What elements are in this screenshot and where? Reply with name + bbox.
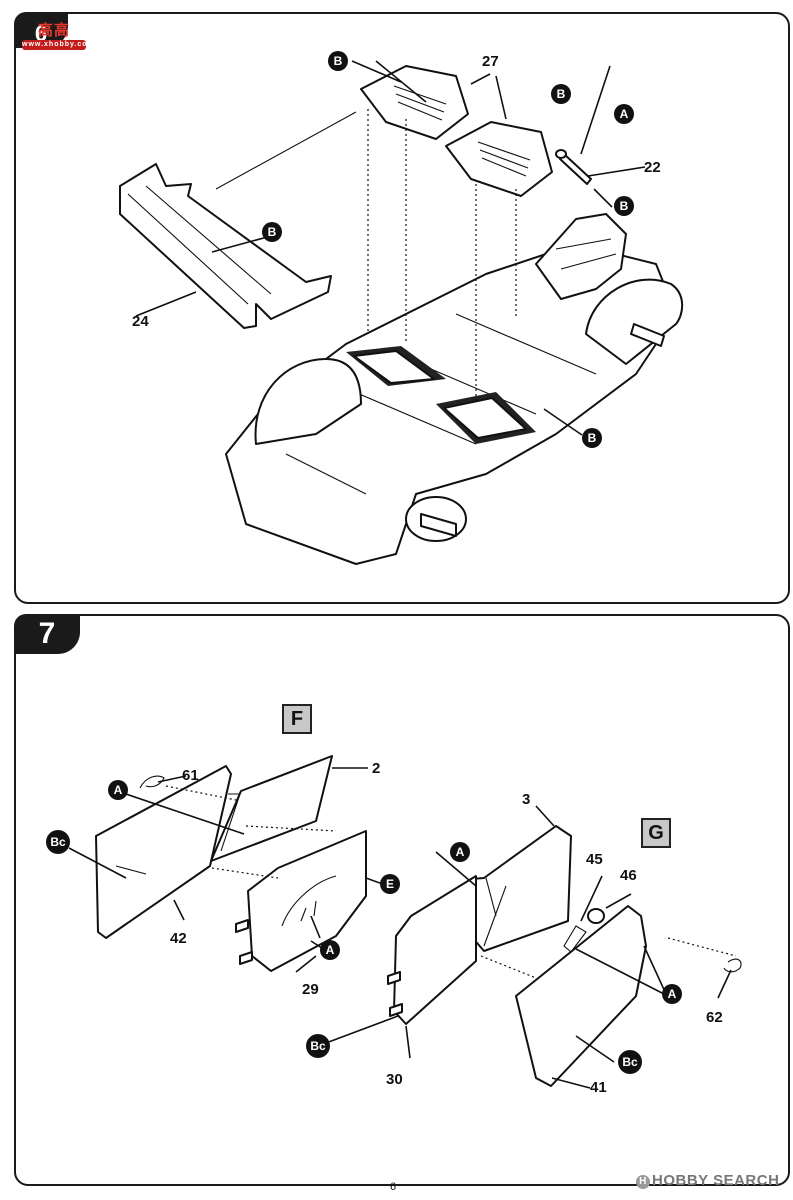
callout-a-61: A <box>114 783 123 797</box>
callout-lever-b-bottom: B <box>620 199 629 213</box>
step-7-illustration: 61 2 42 29 3 30 45 46 62 41 A Bc E A Bc … <box>46 755 742 1096</box>
page-number: 6 <box>390 1181 397 1193</box>
inner-door-29 <box>247 830 367 972</box>
subassembly-f-label: F <box>282 704 312 734</box>
lever-part <box>559 153 592 185</box>
site-watermark-logo: 高高 www.xhobby.com <box>22 22 95 52</box>
front-suspension-block <box>535 213 627 300</box>
callout-a-3: A <box>456 845 465 859</box>
hinge-part-61 <box>139 775 165 789</box>
part-number-crossbar: 24 <box>132 313 149 330</box>
step-6-number: 6 <box>34 21 48 46</box>
door-panel-42 <box>95 765 232 939</box>
step-6-panel: 6 高高 www.xhobby.com <box>14 12 790 604</box>
callout-bc-41: Bc <box>622 1055 638 1069</box>
callout-chassis-b: B <box>588 431 597 445</box>
step-7-panel: 7 61 2 <box>14 614 790 1186</box>
crossbar-part <box>119 163 332 329</box>
front-axle-stub <box>630 323 665 347</box>
seat-left <box>360 65 469 140</box>
callout-bc-30: Bc <box>310 1039 326 1053</box>
door-frame-2 <box>210 755 333 862</box>
part-number-30: 30 <box>386 1071 403 1088</box>
callout-a-41: A <box>668 987 677 1001</box>
door-panel-41 <box>515 905 647 1087</box>
callout-a-29: A <box>326 943 335 957</box>
part-number-46: 46 <box>620 867 637 884</box>
callout-e-29: E <box>386 877 394 891</box>
inner-door-30 <box>393 875 477 1025</box>
rear-wheel-arch <box>254 358 362 445</box>
callout-seats-b: B <box>334 54 343 68</box>
part-number-45: 45 <box>586 851 603 868</box>
part-number-29: 29 <box>302 981 319 998</box>
part-number-61: 61 <box>182 767 199 784</box>
part-number-lever: 22 <box>644 159 661 176</box>
callout-lever-b: B <box>557 87 566 101</box>
subassembly-g-label: G <box>641 818 671 848</box>
knob-part-46 <box>587 908 605 924</box>
seat-right <box>445 121 553 197</box>
callout-lever-a: A <box>620 107 629 121</box>
part-number-3: 3 <box>522 791 530 808</box>
part-number-42: 42 <box>170 930 187 947</box>
part-number-2: 2 <box>372 760 380 777</box>
watermark-subtitle: www.xhobby.com <box>22 40 95 50</box>
watermark-title: 高高 <box>37 22 70 39</box>
part-number-41: 41 <box>590 1079 607 1096</box>
step-6-illustration: 27 24 22 B B A B B B <box>119 51 684 565</box>
callout-bc-42: Bc <box>50 835 66 849</box>
part-number-62: 62 <box>706 1009 723 1026</box>
part-number-seats: 27 <box>482 53 499 70</box>
rear-axle-stub <box>420 513 457 537</box>
step-7-badge: 7 <box>14 614 80 654</box>
hinge-part-62 <box>723 958 742 973</box>
step-7-number: 7 <box>38 617 56 650</box>
front-wheel-arch <box>585 278 684 365</box>
door-frame-3 <box>470 825 572 952</box>
hobby-search-logo-icon: H <box>636 1175 650 1189</box>
hinge-part-45 <box>563 925 587 953</box>
hobby-search-text: HOBBY SEARCH <box>652 1172 780 1189</box>
callout-crossbar-b: B <box>268 225 277 239</box>
